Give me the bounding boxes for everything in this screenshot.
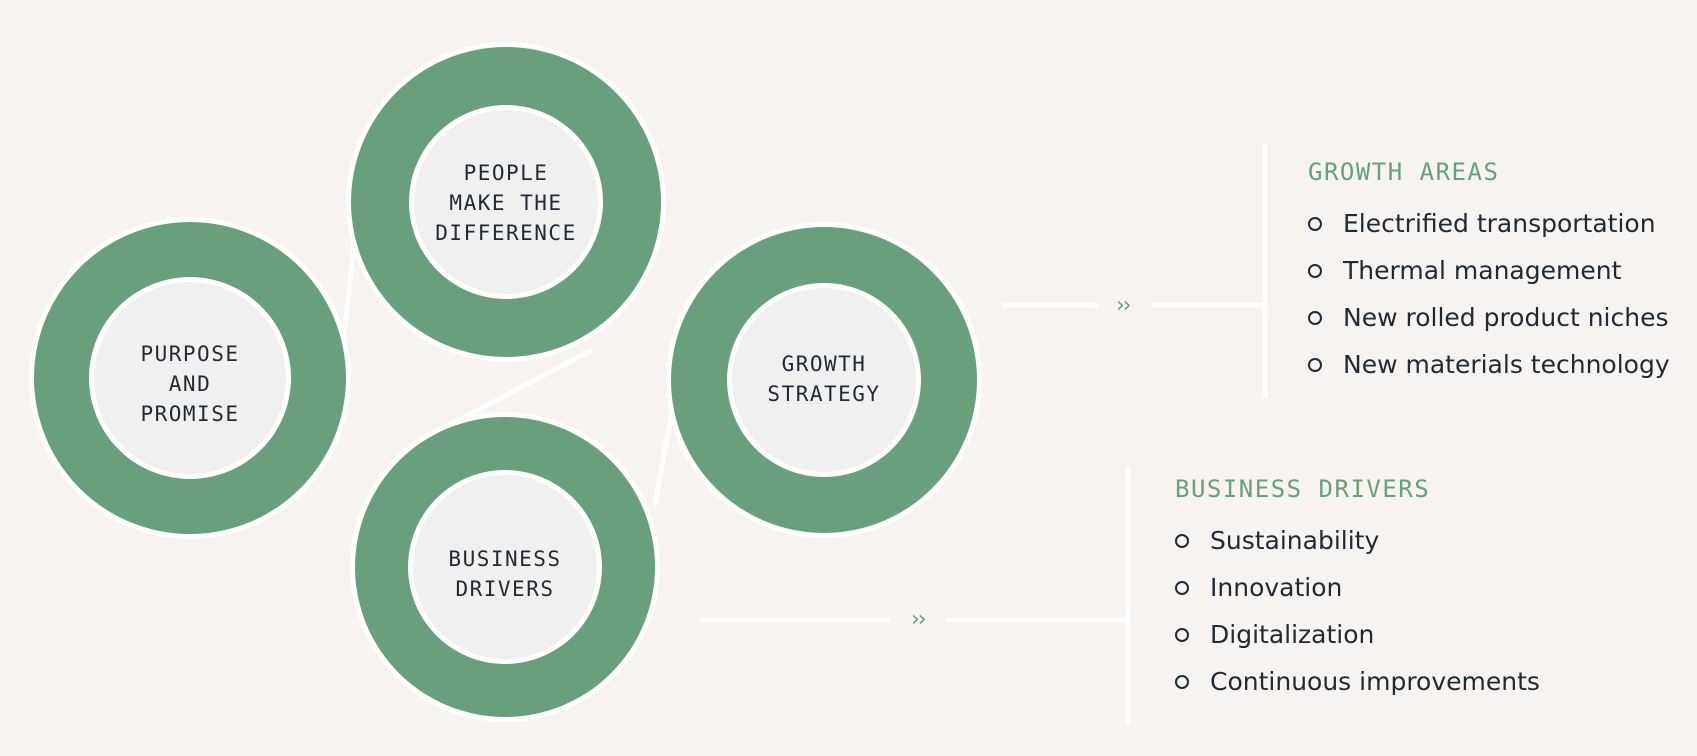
business-drivers-panel: BUSINESS DRIVERS Sustainability Innovati… <box>1175 475 1540 705</box>
list-item: New materials technology <box>1308 341 1670 388</box>
hollow-circle-bullet-icon <box>1175 627 1189 642</box>
hollow-circle-bullet-icon <box>1308 357 1322 372</box>
list-item: Digitalization <box>1175 611 1540 658</box>
hollow-circle-bullet-icon <box>1175 674 1189 689</box>
circle-growth-strategy <box>666 222 982 538</box>
growth-areas-title: GROWTH AREAS <box>1308 158 1500 186</box>
label-business-drivers: BUSINESS DRIVERS <box>448 547 562 601</box>
hollow-circle-bullet-icon <box>1175 533 1189 548</box>
list-item: Electrified transportation <box>1308 200 1670 247</box>
growth-areas-list: Electrified transportation Thermal manag… <box>1308 200 1670 388</box>
list-item: Thermal management <box>1308 247 1670 294</box>
hollow-circle-bullet-icon <box>1308 263 1322 278</box>
circle-purpose-and-promise <box>29 217 351 539</box>
hollow-circle-bullet-icon <box>1308 310 1322 325</box>
connector-people-business <box>438 347 594 433</box>
list-item: Sustainability <box>1175 517 1540 564</box>
hollow-circle-bullet-icon <box>1175 580 1189 595</box>
business-drivers-bracket <box>700 467 1131 724</box>
business-drivers-list: Sustainability Innovation Digitalization… <box>1175 517 1540 705</box>
business-drivers-title: BUSINESS DRIVERS <box>1175 475 1431 503</box>
label-purpose-and-promise: PURPOSE AND PROMISE <box>140 342 240 426</box>
circle-business-drivers <box>350 412 660 722</box>
double-chevron-right-icon: ›› <box>911 607 927 632</box>
hollow-circle-bullet-icon <box>1308 216 1322 231</box>
growth-areas-panel: GROWTH AREAS Electrified transportation … <box>1308 158 1670 388</box>
double-chevron-right-icon: ›› <box>1116 293 1132 318</box>
list-item: Innovation <box>1175 564 1540 611</box>
label-people-make-the-difference: PEOPLE MAKE THE DIFFERENCE <box>435 161 577 245</box>
circle-people-make-the-difference <box>346 42 666 362</box>
list-item: New rolled product niches <box>1308 294 1670 341</box>
list-item: Continuous improvements <box>1175 658 1540 705</box>
label-growth-strategy: GROWTH STRATEGY <box>767 352 881 406</box>
growth-areas-bracket <box>1002 143 1268 398</box>
